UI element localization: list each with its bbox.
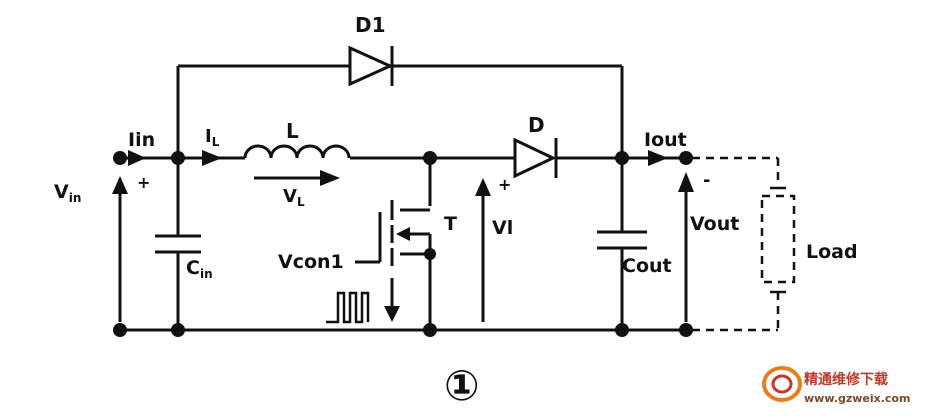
label-vcon: Vcon1 <box>278 251 344 273</box>
label-cin: Cin <box>186 257 213 281</box>
watermark-title: 精通维修下载 <box>804 371 888 388</box>
label-plus-vl: + <box>498 175 511 194</box>
il-arrow <box>202 150 222 166</box>
diode-d <box>513 137 558 179</box>
load-ticks <box>770 186 786 294</box>
vin-arrow <box>112 176 128 322</box>
iout-arrow <box>648 150 668 166</box>
label-d: D <box>528 113 545 137</box>
label-d1: D1 <box>355 13 386 37</box>
pwm-waveform-icon <box>326 291 370 324</box>
inductor-l <box>243 144 351 159</box>
label-load: Load <box>806 241 858 263</box>
label-l: L <box>286 119 299 143</box>
label-il: IL <box>205 126 220 149</box>
iin-arrow <box>128 150 146 166</box>
label-cout: Cout <box>622 255 672 277</box>
figure-number: ① <box>444 361 480 410</box>
capacitor-cin <box>155 234 201 254</box>
label-iin: Iin <box>128 129 155 151</box>
diode-d1 <box>348 45 394 87</box>
watermark-url: www.gzweix.com <box>804 392 910 405</box>
vout-arrow <box>678 172 694 322</box>
capacitor-cout <box>597 230 647 250</box>
watermark-logo: 精通维修下载 www.gzweix.com <box>762 366 910 405</box>
wires <box>120 64 690 332</box>
mosfet-arrow <box>396 227 410 241</box>
vl-arrow <box>254 170 340 186</box>
junction-dots <box>113 151 693 337</box>
label-minus-out: - <box>703 170 710 191</box>
vl-switch-arrow <box>475 178 491 322</box>
label-t: T <box>444 213 457 235</box>
label-plus-vin: + <box>137 173 150 192</box>
label-iout: Iout <box>644 129 687 151</box>
label-vin: Vin <box>54 181 81 205</box>
label-vl-switch: Vl <box>492 217 513 239</box>
label-vout: Vout <box>690 213 739 235</box>
label-vl: VL <box>283 186 305 209</box>
vcon-arrow <box>384 278 400 322</box>
load-resistor <box>692 156 796 332</box>
